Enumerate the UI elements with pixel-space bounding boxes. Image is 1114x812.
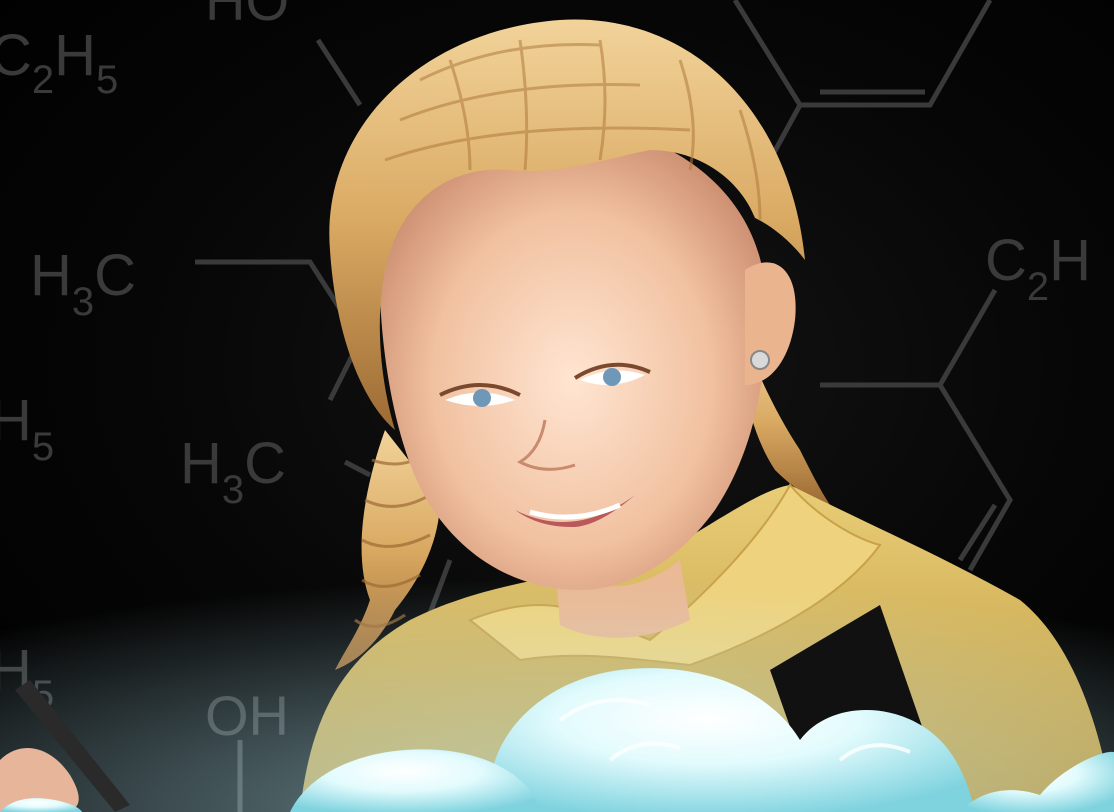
eyes: [439, 362, 651, 407]
formula-h3c-upper: H3C: [30, 243, 136, 324]
formula-c2h5-top-left: C2H5: [0, 23, 118, 102]
left-hand: [0, 748, 79, 812]
hair: [329, 19, 805, 431]
formula-h3c-lower: H3C: [180, 431, 286, 512]
cloud-right: [960, 751, 1114, 812]
nose: [516, 419, 576, 471]
formula-h5-left: H5: [0, 388, 54, 469]
formula-c2h-right: C2H: [985, 228, 1091, 309]
cloud-far-left: [0, 798, 82, 812]
chemical-structure-background: HO C2H5 H3C H5 H3C C2H H5 OH: [0, 0, 1091, 812]
phone-left: [15, 680, 130, 812]
hair-strands: [384, 39, 762, 221]
earring-icon: [750, 350, 770, 370]
cloud-center: [488, 668, 975, 812]
clouds: [0, 668, 1114, 812]
face: [379, 124, 766, 591]
formula-ho: HO: [205, 0, 289, 32]
cloud-left: [290, 749, 540, 812]
